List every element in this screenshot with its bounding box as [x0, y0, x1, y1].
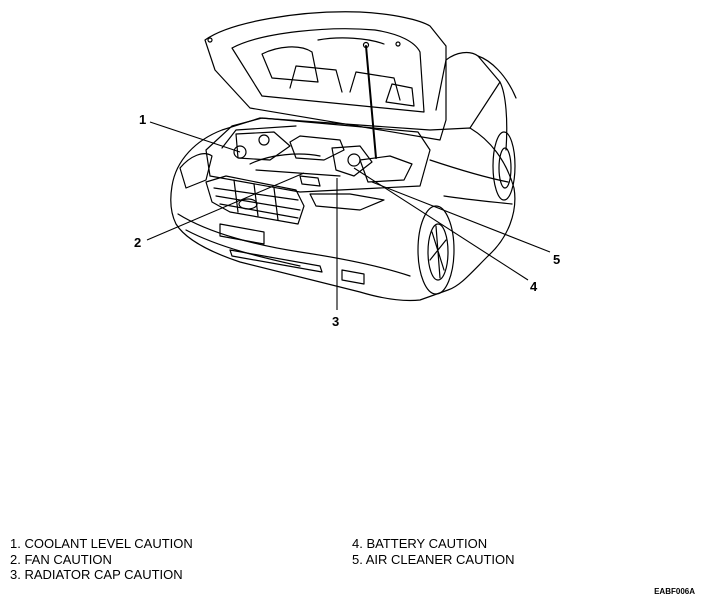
callout-1: 1	[139, 112, 146, 127]
legend-item-5: 5. AIR CLEANER CAUTION	[352, 551, 515, 567]
emblem	[238, 198, 258, 210]
grille	[205, 175, 305, 225]
rear-wheel	[492, 131, 516, 201]
front-wheel	[417, 205, 455, 295]
callout-3: 3	[332, 314, 339, 329]
legend-item-1: 1. COOLANT LEVEL CAUTION	[10, 536, 193, 551]
headlight-left	[179, 153, 213, 189]
hood-prop-rod	[365, 45, 377, 159]
callout-leader-lines	[146, 121, 551, 310]
license-plate	[219, 223, 265, 245]
legend-right-column: 4. BATTERY CAUTION 5. AIR CLEANER CAUTIO…	[352, 536, 515, 567]
legend-item-3: 3. RADIATOR CAP CAUTION	[10, 567, 183, 582]
fog-lamp	[341, 269, 365, 285]
callout-numbers: 1 2 3 4 5	[134, 112, 560, 329]
engine-bay	[205, 117, 431, 193]
hood	[204, 11, 447, 141]
leader-line-5	[371, 181, 551, 253]
callout-5: 5	[553, 252, 560, 267]
hood-inner-panel	[231, 28, 425, 113]
figure-code: EABF006A	[654, 587, 695, 596]
car-illustration	[170, 11, 517, 302]
leader-line-1	[149, 121, 241, 153]
callout-4: 4	[530, 279, 538, 294]
headlight-right	[309, 193, 385, 211]
callout-2: 2	[134, 235, 141, 250]
legend-item-2: 2. FAN CAUTION	[10, 551, 112, 567]
legend-item-4: 4. BATTERY CAUTION	[352, 536, 488, 551]
legend-left-column: 1. COOLANT LEVEL CAUTION 2. FAN CAUTION …	[10, 536, 193, 583]
leader-line-2	[146, 172, 305, 241]
car-body	[170, 117, 516, 302]
front-bumper	[177, 213, 411, 277]
